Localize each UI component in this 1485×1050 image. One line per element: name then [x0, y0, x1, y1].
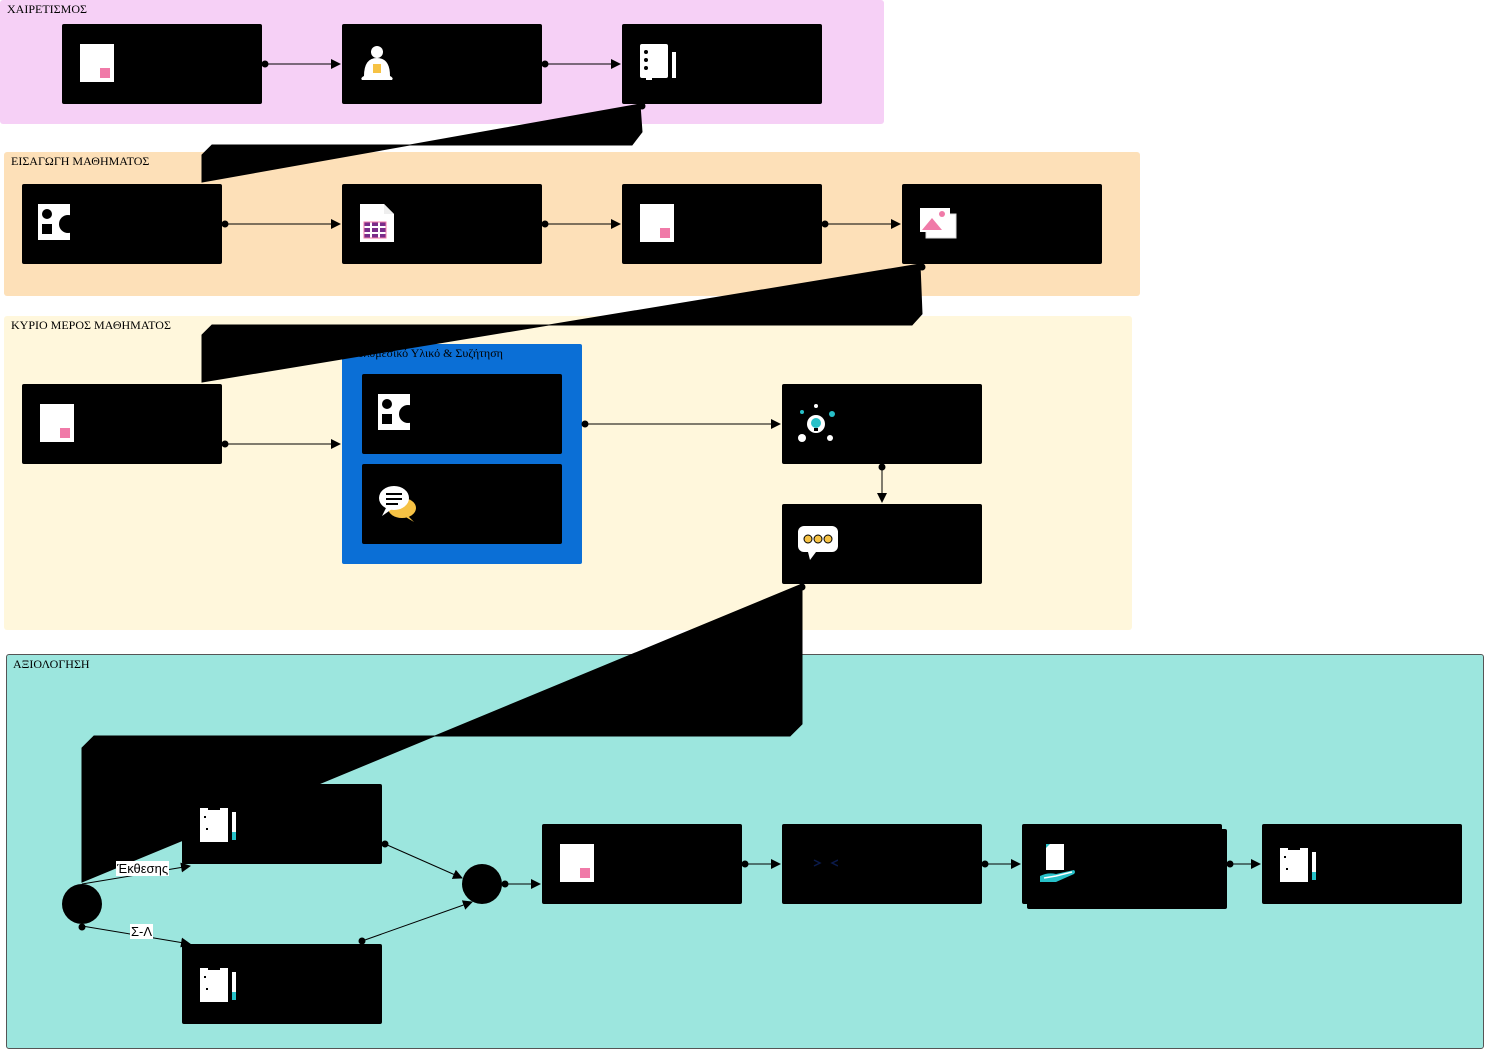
image-icon: [920, 208, 957, 239]
task-greeting-presentation[interactable]: [622, 24, 822, 104]
teacher-icon: [361, 46, 393, 80]
task-main-shapes[interactable]: [362, 374, 562, 454]
clipboard-icon: [1280, 844, 1316, 882]
edge-label-true-false: Σ-Λ: [130, 924, 154, 939]
flow-greeting-to-intro: [201, 103, 643, 183]
idea-network-icon: [798, 404, 835, 442]
task-eval-document[interactable]: [542, 824, 742, 904]
gateway-split[interactable]: [62, 884, 102, 924]
flow-essay-to-merge: [384, 843, 463, 879]
hand-document-icon: [1040, 844, 1075, 882]
task-main-chat[interactable]: [362, 464, 562, 544]
task-main-document[interactable]: [22, 384, 222, 464]
shapes-icon: [378, 394, 417, 430]
task-greeting-teacher[interactable]: [342, 24, 542, 104]
task-intro-image[interactable]: [902, 184, 1102, 264]
lane-title-greeting: ΧΑΙΡΕΤΙΣΜΟΣ: [7, 2, 87, 16]
task-intro-spreadsheet[interactable]: [342, 184, 542, 264]
document-icon: [80, 44, 114, 82]
document-icon: [560, 844, 594, 882]
task-main-speech-bubble[interactable]: [782, 504, 982, 584]
document-icon: [640, 204, 674, 242]
task-intro-document[interactable]: [622, 184, 822, 264]
task-eval-hand-document[interactable]: [1022, 824, 1222, 904]
task-intro-shapes[interactable]: [22, 184, 222, 264]
flow-intro-to-main: [201, 263, 923, 383]
spreadsheet-icon: [360, 204, 394, 242]
task-main-idea-network[interactable]: [782, 384, 982, 464]
lane-title-main-part: ΚΥΡΙΟ ΜΕΡΟΣ ΜΑΘΗΜΑΤΟΣ: [11, 318, 171, 332]
edge-label-essay: Έκθεσης: [116, 861, 170, 876]
gateway-merge[interactable]: [462, 864, 502, 904]
lane-title-introduction: ΕΙΣΑΓΩΓΗ ΜΑΘΗΜΑΤΟΣ: [11, 154, 150, 168]
document-icon: [40, 404, 74, 442]
shapes-icon: [38, 204, 77, 240]
chat-icon: [379, 486, 416, 522]
lane-title-evaluation: ΑΞΙΟΛΟΓΗΣΗ: [13, 657, 90, 671]
speech-bubble-icon: [798, 526, 838, 560]
clipboard-icon: [200, 964, 236, 1002]
flow-tf-to-merge: [361, 900, 473, 942]
task-eval-code[interactable]: [782, 824, 982, 904]
task-greeting-document[interactable]: [62, 24, 262, 104]
presentation-icon: [640, 44, 676, 80]
task-eval-final-clipboard[interactable]: [1262, 824, 1462, 904]
task-eval-essay[interactable]: [182, 784, 382, 864]
clipboard-icon: [200, 804, 236, 842]
code-icon: [813, 859, 838, 867]
task-eval-true-false[interactable]: [182, 944, 382, 1024]
